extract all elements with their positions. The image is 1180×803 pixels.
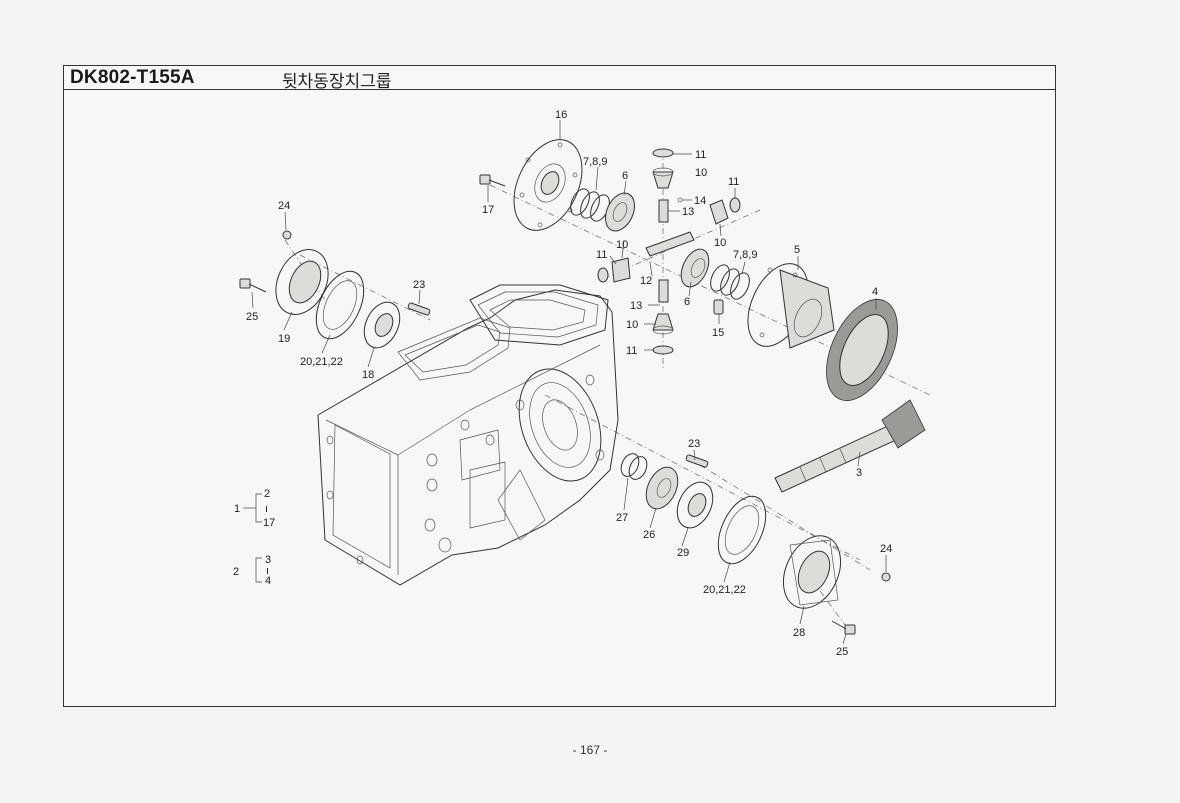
callout-19: 19 xyxy=(278,333,290,345)
pinion-gear-right xyxy=(709,197,741,225)
callout-17: 17 xyxy=(482,204,494,216)
part-26-gear xyxy=(645,466,679,510)
callout-labels: 16 7,8,9 6 11 10 14 13 11 10 17 11 10 12… xyxy=(246,109,892,658)
part-15-pin xyxy=(713,299,724,315)
part-17-bolt xyxy=(479,174,506,187)
part-25-bolt-left xyxy=(239,278,267,293)
callout-23-left: 23 xyxy=(413,279,425,291)
assembly-key-1: 1 2 ı 17 xyxy=(234,488,275,529)
callout-25-left: 25 xyxy=(246,311,258,323)
pinion-gear-column xyxy=(645,148,695,355)
part-16-end-plate xyxy=(513,139,583,231)
callout-5: 5 xyxy=(794,244,800,256)
callout-6-top: 6 xyxy=(622,170,628,182)
part-4-ring-gear xyxy=(826,299,898,401)
transmission-case xyxy=(317,284,619,586)
callout-7-8-9-top: 7,8,9 xyxy=(583,156,607,168)
callout-11-lower: 11 xyxy=(626,345,637,357)
callout-24-left: 24 xyxy=(278,200,290,212)
callout-20-21-22-right: 20,21,22 xyxy=(703,584,746,596)
callout-10-lower: 10 xyxy=(626,319,638,331)
callout-3: 3 xyxy=(856,467,862,479)
part-20-21-22-shims-right xyxy=(717,495,767,565)
assembly-key-1-main: 1 xyxy=(234,503,240,515)
part-5-differential-case xyxy=(747,263,835,349)
callout-16: 16 xyxy=(555,109,567,121)
callout-11-top: 11 xyxy=(695,149,706,161)
callout-28: 28 xyxy=(793,627,805,639)
callout-10-right: 10 xyxy=(714,237,726,249)
callout-10-top: 10 xyxy=(695,167,707,179)
callout-25-right: 25 xyxy=(836,646,848,658)
leader-lines xyxy=(251,120,887,645)
callout-23-right: 23 xyxy=(688,438,700,450)
assembly-key-1-range: ı xyxy=(265,503,268,515)
callout-10-left: 10 xyxy=(616,239,628,251)
callout-11-right: 11 xyxy=(728,176,739,188)
assembly-key-2-from: 3 xyxy=(265,554,271,566)
callout-24-right: 24 xyxy=(880,543,892,555)
page-number: - 167 - xyxy=(572,743,608,757)
assembly-key-2-to: 4 xyxy=(265,575,271,587)
callout-6-lower: 6 xyxy=(684,296,690,308)
callout-15: 15 xyxy=(712,327,724,339)
callout-13-top: 13 xyxy=(682,206,694,218)
part-24-plug-left xyxy=(282,230,292,240)
callout-12: 12 xyxy=(640,275,652,287)
part-23-pin-right xyxy=(685,454,709,468)
callout-11-left: 11 xyxy=(596,249,607,261)
diagram-frame: DK802-T155A 뒷차동장치그룹 xyxy=(63,65,1056,707)
callout-29: 29 xyxy=(677,547,689,559)
callout-7-8-9-lower: 7,8,9 xyxy=(733,249,757,261)
callout-20-21-22-left: 20,21,22 xyxy=(300,356,343,368)
part-6-side-gear-top xyxy=(604,192,636,232)
part-6-side-gear-lower xyxy=(680,248,710,288)
callout-14: 14 xyxy=(694,195,706,207)
assembly-key-2: 2 3 ı 4 xyxy=(233,554,271,587)
part-3-pinion-shaft xyxy=(774,399,926,493)
pinion-gear-left xyxy=(597,257,631,283)
callout-13-lower: 13 xyxy=(630,300,642,312)
callout-26: 26 xyxy=(643,529,655,541)
model-code: DK802-T155A xyxy=(70,67,195,88)
callout-27: 27 xyxy=(616,512,628,524)
part-28-bearing-holder-right xyxy=(782,535,842,609)
part-27-spring xyxy=(620,453,648,480)
assembly-key-2-range: ı xyxy=(266,565,269,577)
part-24-plug-right xyxy=(881,572,891,582)
assembly-key-1-to: 17 xyxy=(263,517,275,529)
callout-4: 4 xyxy=(872,286,878,298)
part-20-21-22-shims-left xyxy=(315,270,365,340)
part-23-pin-left xyxy=(407,302,431,316)
part-7-8-9-washers-lower xyxy=(710,264,750,300)
callout-18: 18 xyxy=(362,369,374,381)
part-25-bolt-right xyxy=(831,620,856,635)
part-29-bearing xyxy=(676,481,714,529)
part-18-bearing-left xyxy=(363,301,401,349)
assembly-key-2-main: 2 xyxy=(233,566,239,578)
part-19-bearing-holder-left xyxy=(275,249,329,315)
group-title: 뒷차동장치그룹 xyxy=(282,72,392,92)
title-bar: DK802-T155A 뒷차동장치그룹 xyxy=(64,66,1055,92)
assembly-key-1-from: 2 xyxy=(264,488,270,500)
